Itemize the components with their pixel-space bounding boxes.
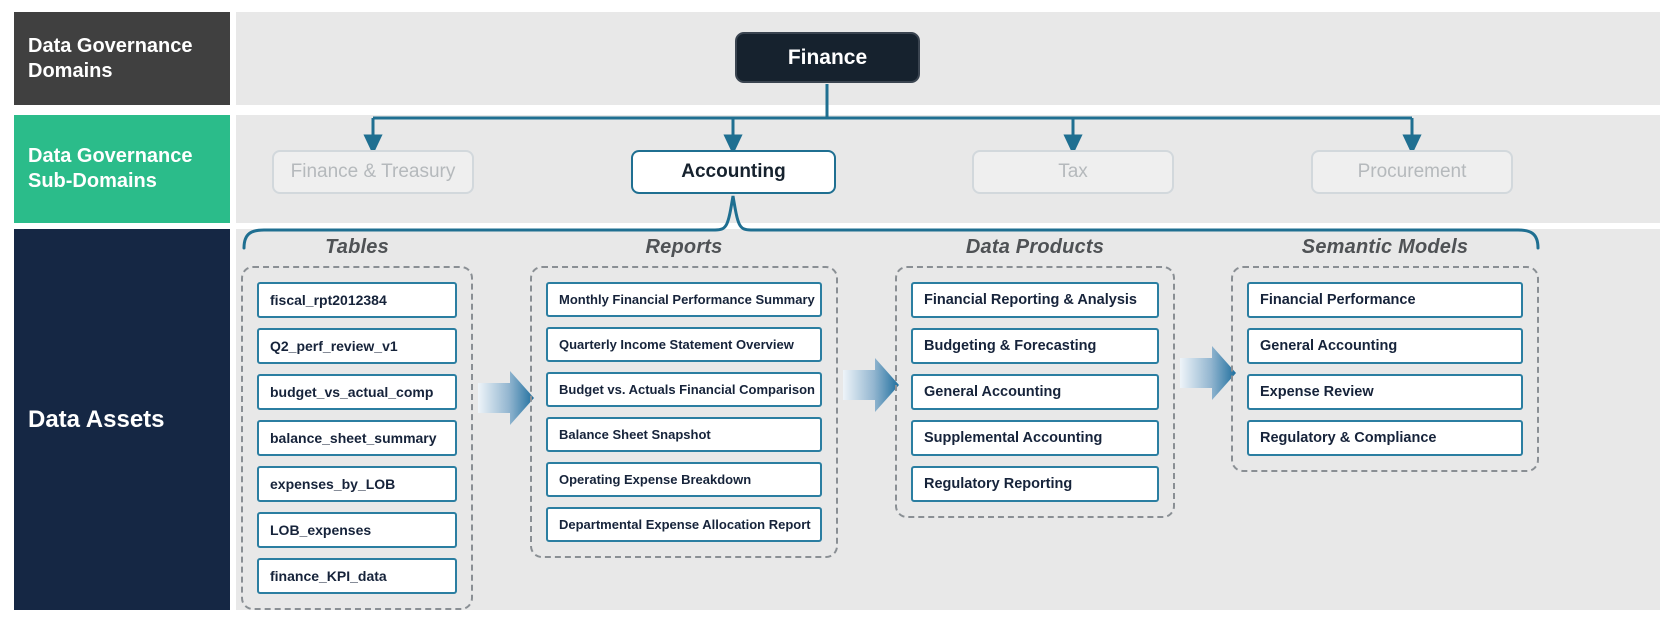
node-finance[interactable]: Finance bbox=[735, 32, 920, 83]
asset-table[interactable]: Q2_perf_review_v1 bbox=[257, 328, 457, 364]
subdomain-label: Procurement bbox=[1357, 161, 1467, 182]
asset-report[interactable]: Budget vs. Actuals Financial Comparison bbox=[546, 372, 822, 407]
asset-semantic-model[interactable]: Regulatory & Compliance bbox=[1247, 420, 1523, 456]
column-data-products: Data Products Financial Reporting & Anal… bbox=[895, 236, 1175, 518]
asset-data-product[interactable]: Regulatory Reporting bbox=[911, 466, 1159, 502]
column-title-reports: Reports bbox=[645, 236, 723, 258]
asset-data-product[interactable]: Financial Reporting & Analysis bbox=[911, 282, 1159, 318]
asset-table[interactable]: expenses_by_LOB bbox=[257, 466, 457, 502]
domains-band bbox=[236, 12, 1660, 105]
column-title-tables: Tables bbox=[325, 236, 389, 258]
asset-table[interactable]: finance_KPI_data bbox=[257, 558, 457, 594]
subdomain-label: Tax bbox=[1058, 161, 1088, 182]
asset-report[interactable]: Quarterly Income Statement Overview bbox=[546, 327, 822, 362]
asset-data-product[interactable]: General Accounting bbox=[911, 374, 1159, 410]
asset-report[interactable]: Departmental Expense Allocation Report bbox=[546, 507, 822, 542]
rail-label-data-assets: Data Assets bbox=[14, 229, 230, 610]
subdomain-label: Accounting bbox=[681, 161, 786, 182]
column-reports: Reports Monthly Financial Performance Su… bbox=[530, 236, 838, 558]
asset-table[interactable]: LOB_expenses bbox=[257, 512, 457, 548]
asset-semantic-model[interactable]: Expense Review bbox=[1247, 374, 1523, 410]
subdomain-label: Finance & Treasury bbox=[290, 161, 456, 182]
asset-table[interactable]: balance_sheet_summary bbox=[257, 420, 457, 456]
rail-label-data-governance-domains: Data Governance Domains bbox=[14, 12, 230, 105]
subdomain-procurement[interactable]: Procurement bbox=[1311, 150, 1513, 194]
asset-data-product[interactable]: Supplemental Accounting bbox=[911, 420, 1159, 456]
column-title-data-products: Data Products bbox=[965, 236, 1105, 258]
subdomain-accounting[interactable]: Accounting bbox=[631, 150, 836, 194]
rail-label-data-governance-sub-domains: Data Governance Sub-Domains bbox=[14, 115, 230, 223]
node-finance-label: Finance bbox=[787, 45, 868, 69]
asset-data-product[interactable]: Budgeting & Forecasting bbox=[911, 328, 1159, 364]
column-title-semantic-models: Semantic Models bbox=[1301, 236, 1469, 258]
subdomain-finance-treasury[interactable]: Finance & Treasury bbox=[272, 150, 474, 194]
asset-table[interactable]: fiscal_rpt2012384 bbox=[257, 282, 457, 318]
asset-semantic-model[interactable]: Financial Performance bbox=[1247, 282, 1523, 318]
asset-report[interactable]: Balance Sheet Snapshot bbox=[546, 417, 822, 452]
asset-report[interactable]: Operating Expense Breakdown bbox=[546, 462, 822, 497]
asset-semantic-model[interactable]: General Accounting bbox=[1247, 328, 1523, 364]
asset-report[interactable]: Monthly Financial Performance Summary bbox=[546, 282, 822, 317]
subdomain-tax[interactable]: Tax bbox=[972, 150, 1174, 194]
asset-table[interactable]: budget_vs_actual_comp bbox=[257, 374, 457, 410]
